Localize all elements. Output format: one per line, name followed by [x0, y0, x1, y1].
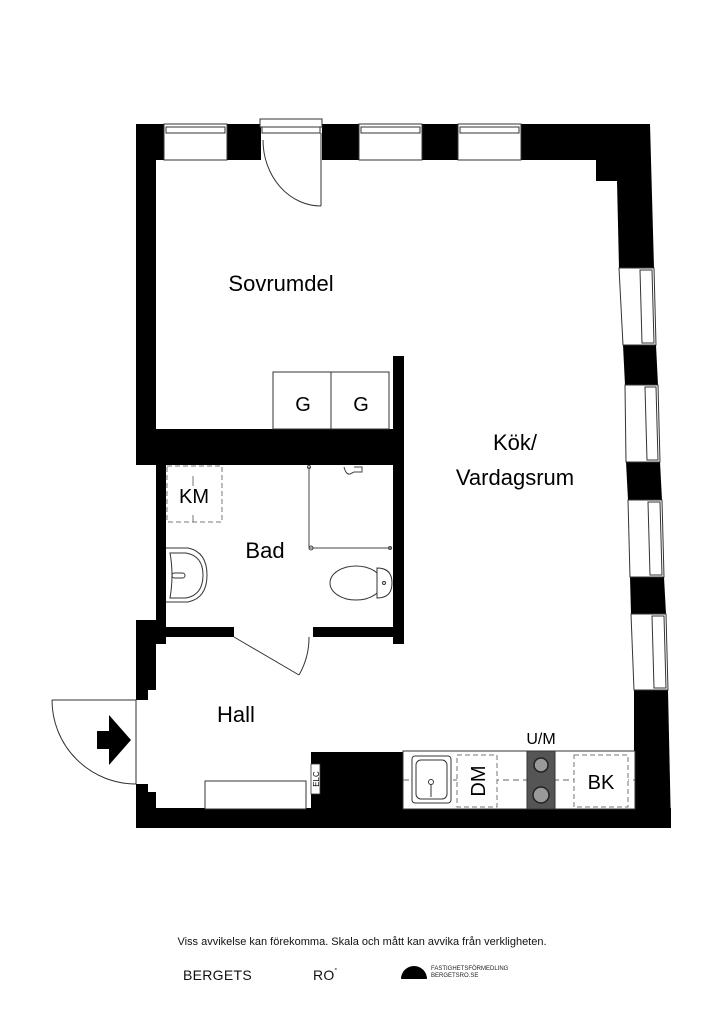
windows-top	[163, 123, 522, 161]
brand-ro-text: RO	[313, 967, 335, 983]
brand-ro: RO˚	[313, 967, 338, 983]
brand-ro-mark: ˚	[334, 967, 338, 977]
electrical-panel-label: ELC	[312, 771, 321, 787]
wall-right-pillar-1	[623, 345, 658, 385]
wall-top-seg-1	[136, 124, 164, 160]
stove	[526, 750, 556, 810]
logo-line-2: BERGETSRO.SE	[431, 973, 479, 979]
wall-right-pillar-3	[630, 577, 666, 614]
wall-sovrum-bad	[136, 429, 404, 465]
wall-bath-left	[156, 429, 166, 644]
kitchen-sink	[411, 755, 452, 804]
wall-right-pillar-2	[626, 462, 662, 500]
entrance-arrow-icon	[97, 715, 131, 765]
wall-column-elc	[311, 752, 403, 812]
brand-bergets: BERGETS	[183, 967, 253, 983]
wardrobe-2-label: G	[353, 394, 369, 416]
wall-left-mid	[136, 620, 156, 700]
hall-bench	[204, 780, 307, 810]
balcony-door[interactable]	[259, 118, 323, 207]
room-label-vardagsrum: Vardagsrum	[456, 465, 574, 490]
shower	[307, 465, 392, 551]
wall-bottom	[136, 808, 671, 828]
fridge-freezer-label: BK	[588, 772, 615, 794]
bath-door[interactable]	[233, 636, 310, 676]
wall-bath-bottom-left	[156, 627, 234, 637]
disclaimer-text: Viss avvikelse kan förekomma. Skala och …	[177, 936, 547, 948]
entry-door[interactable]	[51, 699, 137, 785]
logo-text: FASTIGHETSFÖRMEDLING BERGETSRO.SE	[431, 966, 508, 980]
wall-top-seg-2	[227, 124, 261, 160]
interior-walls	[136, 356, 404, 812]
wardrobe-1-label: G	[295, 394, 311, 416]
washing-machine	[166, 465, 223, 523]
room-label-kok: Kök/	[493, 430, 538, 455]
room-label-sovrumdel: Sovrumdel	[228, 271, 333, 296]
wall-top-seg-4	[422, 124, 458, 160]
wall-bath-bottom-right	[313, 627, 404, 637]
wall-corner-top-right	[521, 124, 654, 268]
electrical-panel	[310, 763, 321, 795]
exterior-walls	[136, 124, 671, 828]
logo-line-1: FASTIGHETSFÖRMEDLING	[431, 966, 509, 972]
dishwasher-label: DM	[468, 765, 490, 796]
stove-label: U/M	[526, 731, 555, 748]
room-label-bad: Bad	[245, 538, 284, 563]
fridge-freezer	[573, 754, 629, 808]
bathroom-sink	[166, 547, 208, 603]
wall-left-upper	[136, 124, 156, 429]
toilet	[329, 565, 393, 601]
windows-right	[618, 267, 669, 691]
wall-left-lower	[136, 784, 156, 828]
logo-dome-icon	[401, 966, 427, 980]
wall-top-seg-3	[322, 124, 359, 160]
wardrobes	[272, 371, 390, 430]
wardrobe-2	[330, 371, 390, 430]
wall-bath-right	[393, 356, 404, 644]
dishwasher	[456, 754, 498, 808]
room-label-hall: Hall	[217, 702, 255, 727]
wardrobe-1	[272, 371, 332, 430]
washing-machine-label: KM	[179, 486, 209, 508]
